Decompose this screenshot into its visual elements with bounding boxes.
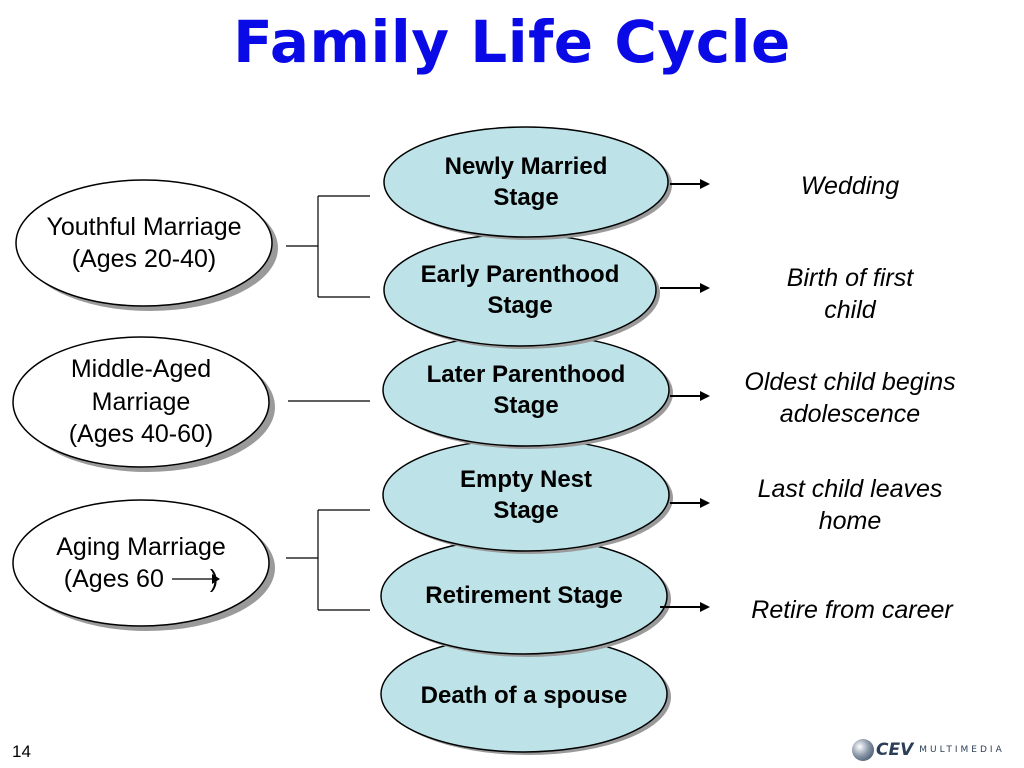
- event-label-retire: Retire from career: [716, 590, 988, 630]
- stage-line: Stage: [493, 497, 559, 524]
- stage-ellipse-newly-married: [383, 126, 669, 238]
- age-label-aging: Aging Marriage (Ages 60 ): [13, 528, 269, 598]
- bracket-youthful: [286, 195, 370, 298]
- age-line: (Ages 60 ): [64, 563, 218, 596]
- age-ellipses: [12, 179, 278, 631]
- stage-ellipses: [380, 126, 673, 755]
- slide-number: 14: [12, 742, 31, 761]
- age-ellipse-aging: [12, 499, 270, 627]
- age-ellipse-middle: [12, 336, 270, 468]
- age-range-end: ): [209, 565, 219, 593]
- stage-line: Stage: [487, 292, 553, 319]
- event-label-leaves-home: Last child leaves home: [720, 469, 980, 541]
- event-line: Wedding: [800, 171, 900, 200]
- event-line: Retire from career: [751, 595, 953, 624]
- age-range-arrowhead: [212, 574, 220, 584]
- event-line: Last child leaves: [757, 474, 943, 503]
- age-line: Marriage: [91, 387, 191, 416]
- globe-icon: [852, 739, 874, 761]
- bracket-aging: [286, 509, 370, 611]
- stage-line: Empty Nest: [459, 465, 593, 493]
- stage-line: Newly Married: [444, 152, 608, 180]
- brand-logo: CEV MULTIMEDIA: [852, 737, 1018, 763]
- stage-line: Early Parenthood: [420, 260, 620, 288]
- event-label-adolescence: Oldest child begins adolescence: [714, 362, 986, 434]
- age-range-start: (Ages 60: [63, 565, 164, 593]
- stage-line: Death of a spouse: [420, 682, 628, 710]
- event-arrows: [660, 179, 710, 612]
- stage-label-retirement: Retirement Stage: [384, 576, 664, 616]
- event-label-birth: Birth of first child: [720, 258, 980, 330]
- stage-line: Stage: [493, 184, 559, 211]
- page-title: Family Life Cycle: [233, 8, 791, 76]
- connector-brackets: [286, 195, 370, 611]
- age-line: Aging Marriage: [56, 532, 226, 561]
- age-label-youthful: Youthful Marriage (Ages 20-40): [16, 208, 272, 278]
- event-line: adolescence: [779, 400, 921, 428]
- event-line: Oldest child begins: [744, 367, 956, 396]
- logo-subtitle: MULTIMEDIA: [919, 745, 1005, 755]
- age-line: (Ages 40-60): [68, 420, 214, 449]
- stage-label-empty-nest: Empty Nest Stage: [394, 459, 658, 531]
- event-label-wedding: Wedding: [720, 166, 980, 206]
- stage-line: Later Parenthood: [426, 360, 626, 388]
- event-line: Birth of first: [786, 263, 914, 292]
- stage-label-death-of-spouse: Death of a spouse: [384, 676, 664, 716]
- stage-label-later-parenthood: Later Parenthood Stage: [388, 354, 664, 426]
- logo-wordmark: CEV: [876, 740, 914, 760]
- stage-label-newly-married: Newly Married Stage: [394, 146, 658, 218]
- age-line: (Ages 20-40): [71, 245, 217, 273]
- event-line: child: [824, 296, 876, 324]
- stage-line: Retirement Stage: [425, 582, 623, 610]
- stage-label-early-parenthood: Early Parenthood Stage: [384, 254, 656, 326]
- age-ellipse-youthful: [15, 179, 273, 307]
- event-line: home: [818, 507, 882, 535]
- stage-line: Stage: [493, 392, 559, 419]
- age-label-middle: Middle-Aged Marriage (Ages 40-60): [13, 350, 269, 454]
- age-line: Middle-Aged: [70, 355, 212, 384]
- age-line: Youthful Marriage: [46, 212, 242, 241]
